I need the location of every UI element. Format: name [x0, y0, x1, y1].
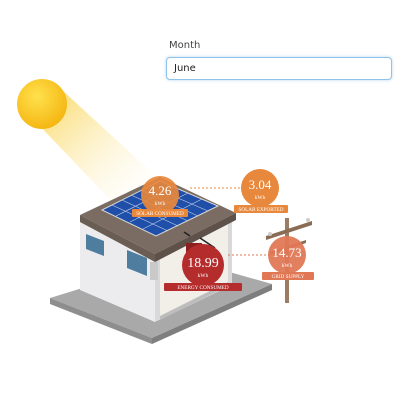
solar-exported-indicator: 3.04 kWh SOLAR EXPORTED: [234, 169, 288, 213]
grid-supply-unit: kWh: [282, 263, 293, 269]
solar-consumed-label: SOLAR CONSUMED: [136, 211, 184, 217]
solar-exported-label: SOLAR EXPORTED: [238, 207, 283, 213]
solar-consumed-unit: kWh: [155, 201, 166, 207]
month-select[interactable]: June: [166, 57, 392, 80]
solar-consumed-value: 4.26: [149, 183, 172, 198]
grid-supply-indicator: 14.73 kWh GRID SUPPLY: [262, 236, 314, 280]
energy-consumed-unit: kWh: [198, 273, 209, 279]
solar-exported-unit: kWh: [255, 195, 266, 201]
solar-consumed-indicator: 4.26 kWh SOLAR CONSUMED: [132, 176, 188, 217]
month-label: Month: [169, 40, 201, 51]
energy-consumed-indicator: 18.99 kWh ENERGY CONSUMED: [164, 244, 242, 291]
energy-consumed-value: 18.99: [187, 256, 219, 271]
sun-icon: [17, 79, 67, 129]
grid-supply-value: 14.73: [272, 245, 301, 260]
solar-exported-value: 3.04: [249, 177, 272, 192]
grid-supply-label: GRID SUPPLY: [272, 274, 305, 280]
energy-consumed-label: ENERGY CONSUMED: [177, 285, 229, 291]
sunlight-beam: [34, 90, 160, 210]
month-select-value: June: [174, 63, 196, 74]
